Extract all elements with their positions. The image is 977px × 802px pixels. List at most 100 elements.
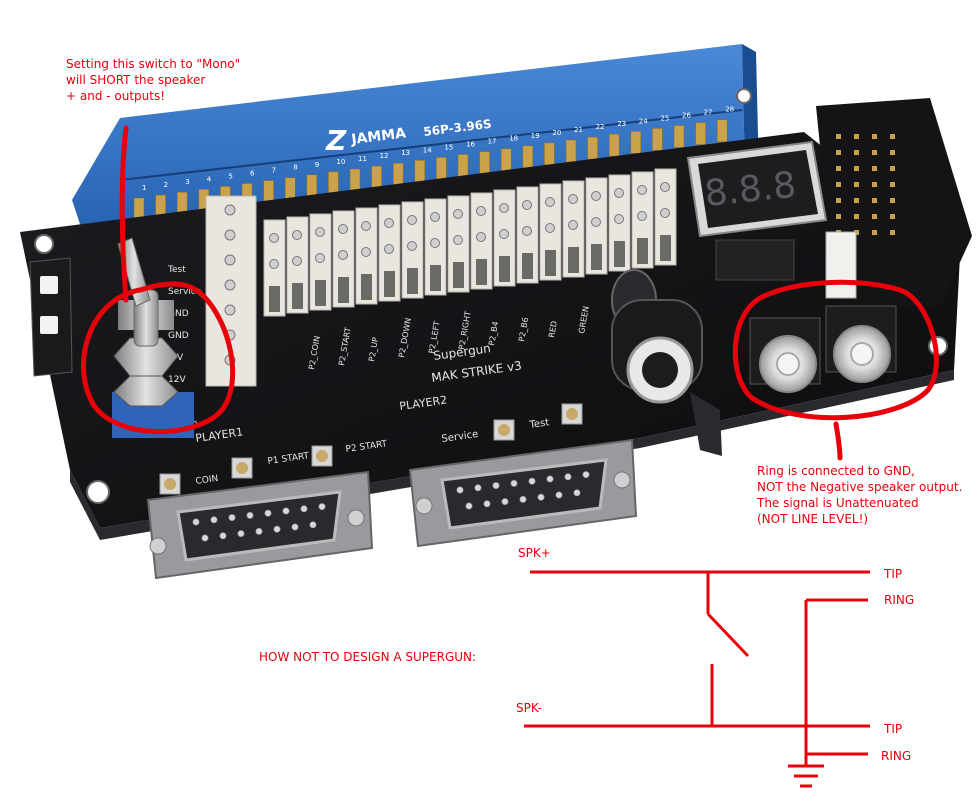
edge-contact xyxy=(630,131,642,154)
header-pin xyxy=(890,134,895,139)
switch-nut xyxy=(113,337,179,407)
db15-connector-player1 xyxy=(146,470,374,580)
db15-pin xyxy=(192,518,200,526)
terminal-screw xyxy=(407,215,417,225)
header-pin xyxy=(836,150,841,155)
pin-number: 27 xyxy=(704,109,713,117)
switch-note-line: + and - outputs! xyxy=(66,89,166,103)
db15-pin xyxy=(537,493,545,501)
db15-pin xyxy=(555,491,563,499)
pin-number: 15 xyxy=(444,143,453,151)
switch-note-line: will SHORT the speaker xyxy=(66,73,206,87)
side-label: GND xyxy=(168,331,189,341)
header-pin xyxy=(890,214,895,219)
pin-number: 3 xyxy=(185,178,189,186)
edge-contact xyxy=(695,122,706,145)
switch-note-line: Setting this switch to "Mono" xyxy=(66,57,241,71)
db15-pin xyxy=(519,495,527,503)
rca-annotation-arrow xyxy=(833,421,843,461)
ground-symbol xyxy=(788,764,824,788)
side-label: GND xyxy=(168,309,189,319)
db15-pin xyxy=(546,475,554,483)
terminal-screw xyxy=(568,220,578,230)
coin-label: COIN xyxy=(195,474,219,487)
terminal-screw xyxy=(545,223,555,233)
p2-start-button[interactable] xyxy=(311,445,333,467)
right-pin-header xyxy=(816,98,972,306)
db15-pin xyxy=(273,525,281,533)
header-pin xyxy=(890,150,895,155)
terminal-slot xyxy=(637,238,648,264)
edge-contact xyxy=(392,162,404,186)
terminal-screw xyxy=(430,238,440,248)
side-label: Test xyxy=(167,265,186,275)
header-pin xyxy=(836,214,841,219)
edge-contact xyxy=(436,157,447,180)
db15-pin xyxy=(246,511,254,519)
db15-pin xyxy=(300,505,308,513)
header-pin xyxy=(854,182,859,187)
db15-pin xyxy=(573,489,581,497)
rca-jack-right xyxy=(825,305,897,383)
terminal-slot xyxy=(614,241,625,267)
switch-annotation-arrow xyxy=(119,125,129,303)
pin-number: 8 xyxy=(293,164,297,172)
schematic-title: HOW NOT TO DESIGN A SUPERGUN: xyxy=(259,650,477,664)
header-pin xyxy=(872,230,877,235)
terminal-slot xyxy=(407,268,418,294)
edge-contact xyxy=(349,168,361,192)
db15-pin xyxy=(255,527,263,535)
ring-note-line: Ring is connected to GND, xyxy=(757,464,915,478)
pin-number: 4 xyxy=(207,175,212,183)
header-pin xyxy=(872,150,877,155)
terminal-block-bank xyxy=(205,168,677,387)
header-pin xyxy=(872,198,877,203)
header-pin xyxy=(854,214,859,219)
left-bracket xyxy=(29,257,73,377)
db15-pin xyxy=(474,484,482,492)
ring-note-line: (NOT LINE LEVEL!) xyxy=(757,512,869,526)
edge-contact xyxy=(284,177,296,200)
rca-jack-left xyxy=(749,317,821,393)
pin-number: 19 xyxy=(531,132,540,140)
db15-pin-grid xyxy=(456,471,590,510)
terminal-screw xyxy=(660,208,670,218)
pin-number: 14 xyxy=(423,146,432,154)
terminal-label: P2_UP xyxy=(367,336,380,362)
terminal-screw xyxy=(269,259,279,269)
pin-number: 13 xyxy=(401,149,410,157)
terminal-slot xyxy=(361,274,372,300)
terminal-screw xyxy=(224,279,236,291)
terminal-screw xyxy=(224,204,236,216)
header-pin xyxy=(872,134,877,139)
db15-pin xyxy=(201,534,209,542)
pin-number: 6 xyxy=(250,170,255,178)
p1-start-button[interactable] xyxy=(231,457,253,479)
terminal-slot xyxy=(591,244,602,270)
db15-pin xyxy=(582,471,590,479)
rca-annotation-circle xyxy=(732,279,939,421)
edge-contact xyxy=(673,125,685,148)
edge-contact xyxy=(565,139,577,163)
terminal-screw xyxy=(224,229,236,241)
ring-bottom-label: RING xyxy=(881,749,912,763)
terminal-screw xyxy=(430,212,440,222)
db15-pin xyxy=(291,523,299,531)
pin-number: 25 xyxy=(660,114,669,122)
test-button[interactable] xyxy=(561,403,583,425)
db15-pin xyxy=(309,521,317,529)
db15-pin xyxy=(219,532,227,540)
db15-pin xyxy=(465,502,473,510)
terminal-screw xyxy=(476,206,486,216)
edge-contact xyxy=(716,119,728,142)
service-label: Service xyxy=(441,429,479,445)
service-button[interactable] xyxy=(493,419,515,441)
terminal-screw xyxy=(453,235,463,245)
terminal-screw xyxy=(499,203,509,213)
terminal-slot xyxy=(384,271,395,297)
pin-number: 12 xyxy=(380,152,389,160)
terminal-screw xyxy=(522,200,532,210)
coin-button[interactable] xyxy=(159,473,181,495)
terminal-slot xyxy=(292,283,303,309)
jamma-brand-text: JAMMA xyxy=(350,125,407,148)
